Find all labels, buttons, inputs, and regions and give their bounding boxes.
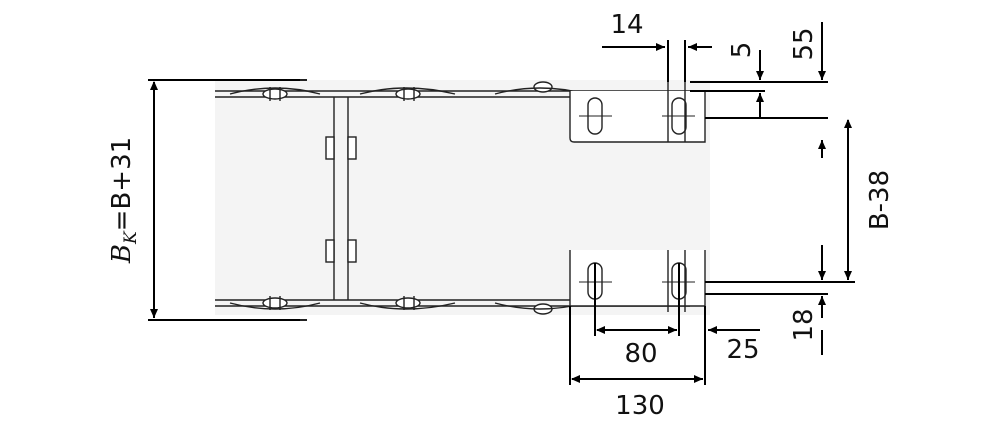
dim-130-label: 130 — [615, 391, 665, 421]
dim-18 — [705, 293, 828, 355]
crossbar — [325, 97, 357, 300]
b38-dimension — [705, 119, 855, 318]
dim-80-label: 80 — [624, 339, 657, 369]
b38-label: B-38 — [865, 170, 895, 230]
dim-25-label: 25 — [726, 335, 759, 365]
dim-130 — [569, 306, 706, 385]
dim-55 — [705, 22, 828, 158]
dim-14 — [602, 40, 712, 82]
dim-14-label: 14 — [610, 10, 643, 40]
top-mounting-bracket — [569, 82, 706, 143]
dim-25 — [704, 306, 760, 336]
bk-label: BK=B+31 — [107, 137, 141, 264]
bottom-mounting-bracket — [569, 250, 706, 312]
bk-dimension — [148, 79, 300, 321]
dim-5-label: 5 — [727, 42, 757, 59]
dim-55-label: 55 — [789, 27, 819, 60]
dim-18-label: 18 — [789, 308, 819, 341]
dim-80 — [594, 263, 680, 336]
